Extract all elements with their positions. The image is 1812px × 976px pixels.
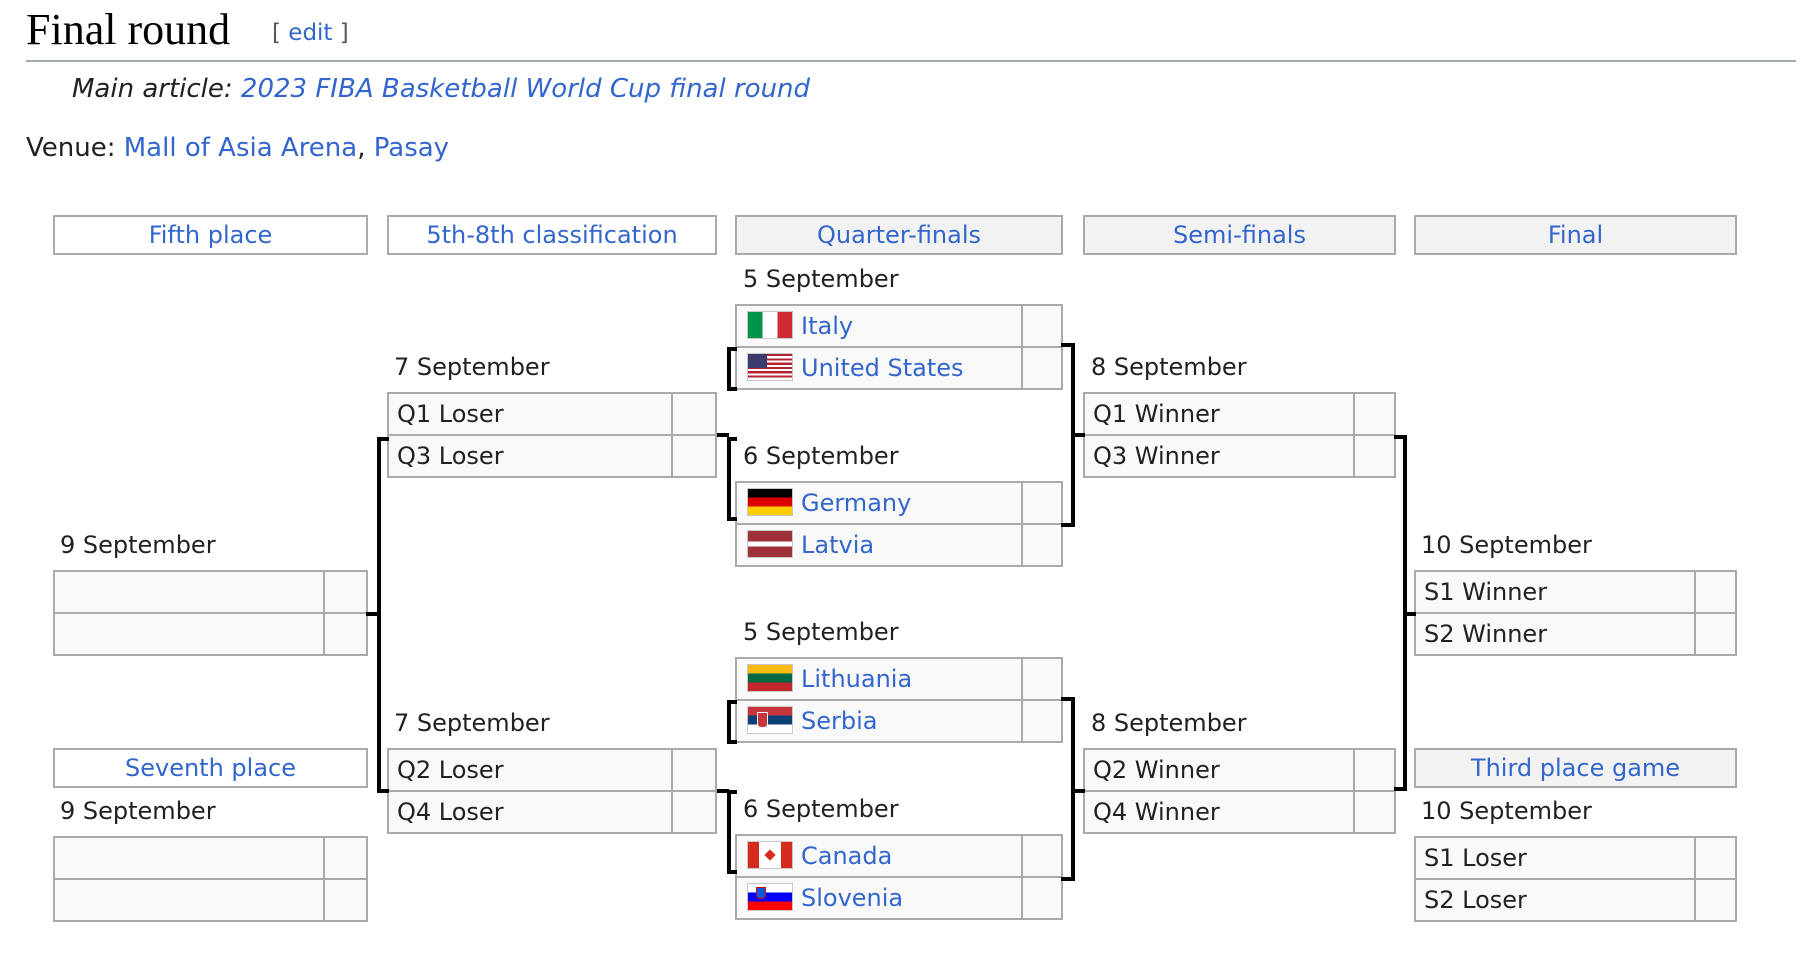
venue-city-link[interactable]: Pasay (373, 133, 450, 163)
header-quarterfinals[interactable]: Quarter-finals (735, 215, 1063, 255)
edit-link[interactable]: edit (288, 20, 333, 46)
third-team1-row: S1 Loser (1414, 836, 1737, 880)
qf2-team2-row: Latvia (735, 523, 1063, 567)
header-seventh-place[interactable]: Seventh place (53, 748, 368, 788)
seventh-team2 (55, 880, 325, 920)
header-fifth-place[interactable]: Fifth place (53, 215, 368, 255)
section-heading: Final round [ edit ] (26, 0, 1796, 62)
qf3-team2-row: Serbia (735, 699, 1063, 743)
cl1-team2-row: Q3 Loser (387, 434, 717, 478)
final-team2: S2 Winner (1416, 614, 1696, 654)
team-united-states[interactable]: United States (737, 348, 1023, 388)
sf1-team1: Q1 Winner (1085, 394, 1355, 434)
lithuania-flag-icon (747, 664, 793, 692)
sf1-team2-row: Q3 Winner (1083, 434, 1396, 478)
germany-flag-icon (747, 488, 793, 516)
header-semifinals[interactable]: Semi-finals (1083, 215, 1396, 255)
cl2-date: 7 September (394, 709, 550, 737)
team-canada[interactable]: Canada (737, 836, 1023, 876)
header-classification[interactable]: 5th-8th classification (387, 215, 717, 255)
final-date: 10 September (1421, 531, 1592, 559)
qf1-team1-row: Italy (735, 304, 1063, 348)
fifth-place-date: 9 September (60, 531, 216, 559)
slovenia-flag-icon (747, 883, 793, 911)
team-slovenia[interactable]: Slovenia (737, 878, 1023, 918)
cl2-team1-row: Q2 Loser (387, 748, 717, 792)
sf2-date: 8 September (1091, 709, 1247, 737)
canada-flag-icon (747, 841, 793, 869)
qf4-date: 6 September (743, 795, 899, 823)
cl2-team2-row: Q4 Loser (387, 790, 717, 834)
sf2-team1-row: Q2 Winner (1083, 748, 1396, 792)
seventh-team1-row (53, 836, 368, 880)
cl2-team2: Q4 Loser (389, 792, 673, 832)
qf4-team1-row: Canada (735, 834, 1063, 878)
cl1-team1-row: Q1 Loser (387, 392, 717, 436)
cl1-date: 7 September (394, 353, 550, 381)
sf2-team1: Q2 Winner (1085, 750, 1355, 790)
seventh-team1 (55, 838, 325, 878)
header-final[interactable]: Final (1414, 215, 1737, 255)
cl1-team1: Q1 Loser (389, 394, 673, 434)
sf1-date: 8 September (1091, 353, 1247, 381)
team-latvia[interactable]: Latvia (737, 525, 1023, 565)
edit-section: [ edit ] (272, 20, 349, 46)
team-serbia[interactable]: Serbia (737, 701, 1023, 741)
italy-flag-icon (747, 311, 793, 339)
team-germany[interactable]: Germany (737, 483, 1023, 523)
serbia-flag-icon (747, 706, 793, 734)
usa-flag-icon (747, 353, 793, 381)
sf2-team2-row: Q4 Winner (1083, 790, 1396, 834)
sf1-team2: Q3 Winner (1085, 436, 1355, 476)
qf2-team1-row: Germany (735, 481, 1063, 525)
seventh-place-date: 9 September (60, 797, 216, 825)
seventh-team2-row (53, 878, 368, 922)
final-team1: S1 Winner (1416, 572, 1696, 612)
final-team1-row: S1 Winner (1414, 570, 1737, 614)
venue-arena-link[interactable]: Mall of Asia Arena (123, 133, 358, 163)
qf3-team1-row: Lithuania (735, 657, 1063, 701)
qf2-date: 6 September (743, 442, 899, 470)
qf1-team2-row: United States (735, 346, 1063, 390)
header-third-place[interactable]: Third place game (1414, 748, 1737, 788)
qf4-team2-row: Slovenia (735, 876, 1063, 920)
third-team2-row: S2 Loser (1414, 878, 1737, 922)
team-italy[interactable]: Italy (737, 306, 1023, 346)
qf1-date: 5 September (743, 265, 899, 293)
cl1-team2: Q3 Loser (389, 436, 673, 476)
cl2-team1: Q2 Loser (389, 750, 673, 790)
fifth-team2 (55, 614, 325, 654)
main-article-link[interactable]: 2023 FIBA Basketball World Cup final rou… (240, 74, 811, 104)
team-lithuania[interactable]: Lithuania (737, 659, 1023, 699)
third-team2: S2 Loser (1416, 880, 1696, 920)
sf1-team1-row: Q1 Winner (1083, 392, 1396, 436)
fifth-team1 (55, 572, 325, 612)
sf2-team2: Q4 Winner (1085, 792, 1355, 832)
section-title: Final round (26, 5, 231, 54)
fifth-team2-row (53, 612, 368, 656)
fifth-team1-row (53, 570, 368, 614)
third-place-date: 10 September (1421, 797, 1592, 825)
latvia-flag-icon (747, 530, 793, 558)
final-team2-row: S2 Winner (1414, 612, 1737, 656)
third-team1: S1 Loser (1416, 838, 1696, 878)
qf3-date: 5 September (743, 618, 899, 646)
venue-line: Venue: Mall of Asia Arena, Pasay (26, 133, 450, 163)
hatnote: Main article: 2023 FIBA Basketball World… (72, 74, 811, 104)
